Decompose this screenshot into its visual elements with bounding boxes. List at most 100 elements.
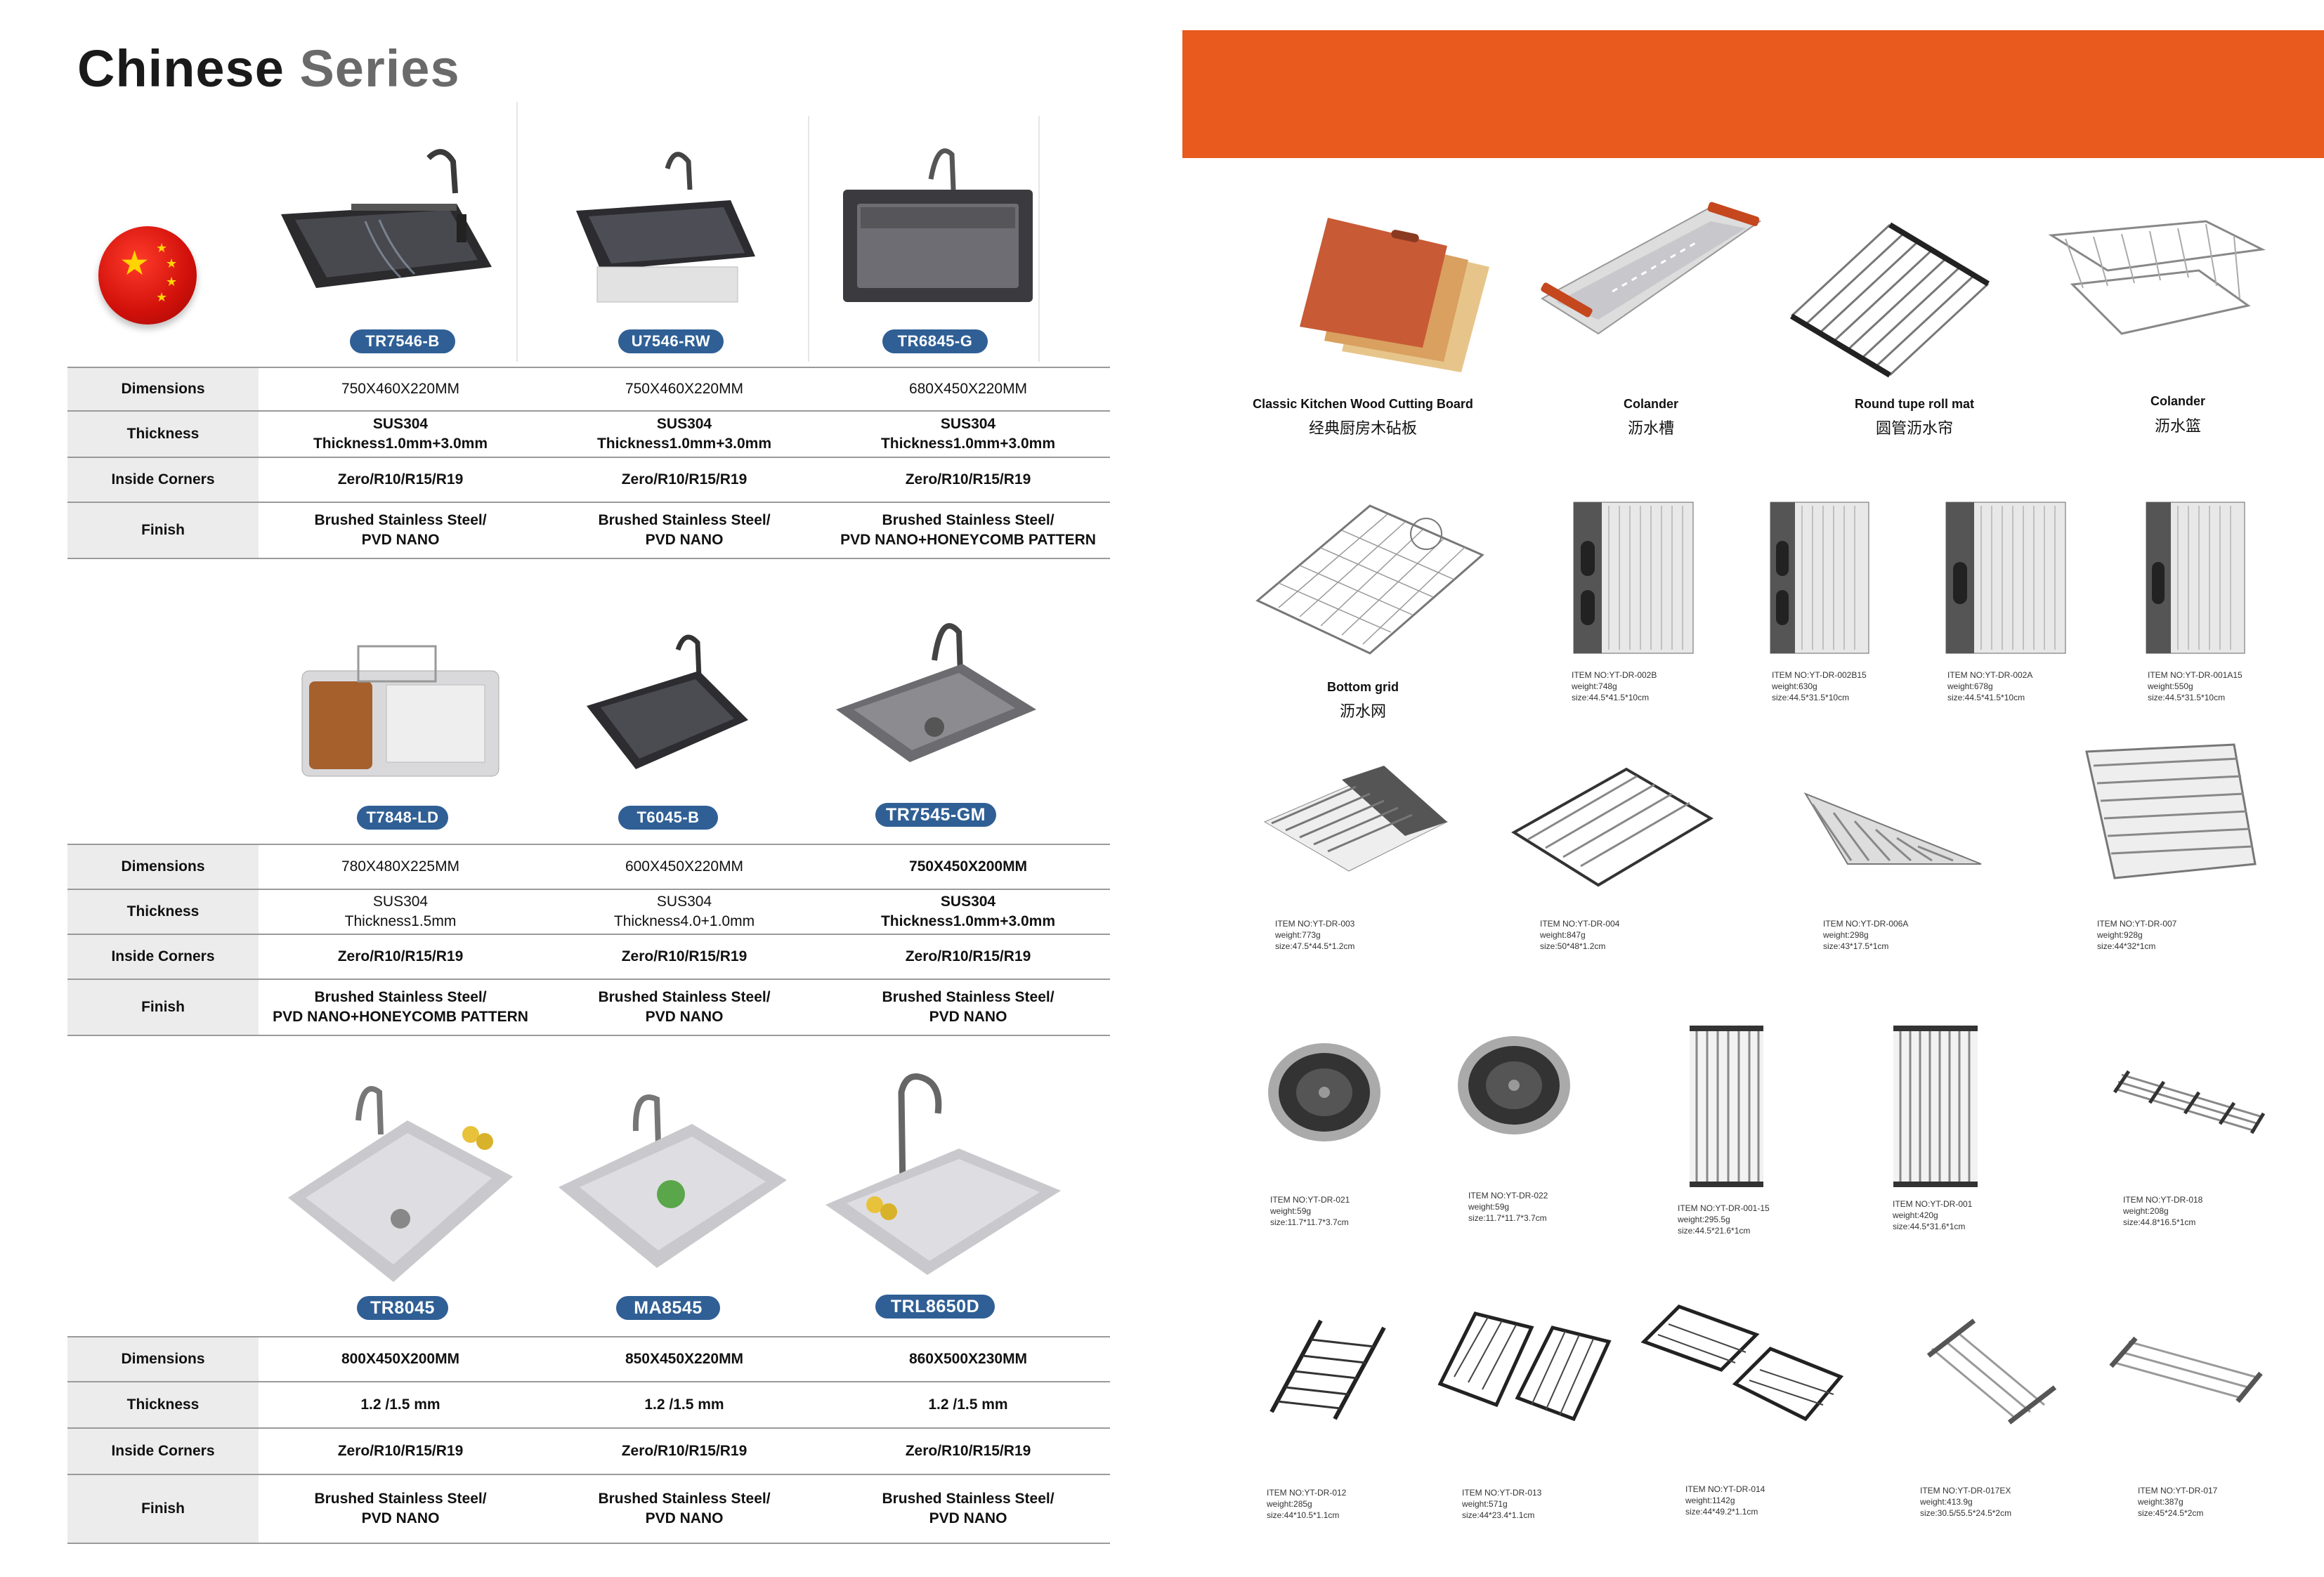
roll-rack-icon [1886, 1019, 1985, 1194]
corners-cell: Zero/R10/R15/R19 [826, 1427, 1110, 1474]
spec-table: Dimensions 780X480X225MM 600X450X220MM 7… [67, 844, 1110, 1036]
finish-cell: Brushed Stainless Steel/PVD NANO [259, 1474, 542, 1544]
accessory-label: Colander [2150, 394, 2205, 408]
sink-strainer-icon [1258, 1033, 1391, 1152]
accessory-label-cn: 沥水网 [1339, 702, 1386, 720]
expandable-rack-icon [2101, 1321, 2269, 1426]
row-label-finish: Finish [67, 1474, 259, 1544]
finish-cell: Brushed Stainless Steel/PVD NANO [259, 502, 542, 559]
roll-rack-icon [1507, 734, 1718, 903]
accessory-label-cn: 沥水篮 [2154, 417, 2201, 435]
corners-cell: Zero/R10/R15/R19 [542, 934, 826, 979]
row-label-thickness: Thickness [67, 889, 259, 934]
wire-basket-icon [2044, 207, 2269, 376]
orange-header-band [1182, 30, 2324, 158]
thickness-cell: 1.2 /1.5 mm [826, 1381, 1110, 1428]
row-label-finish: Finish [67, 979, 259, 1036]
corners-cell: Zero/R10/R15/R19 [542, 1427, 826, 1474]
model-badge: T6045-B [618, 806, 718, 830]
china-flag-icon: ★ ★ ★ ★ ★ [98, 226, 197, 325]
corners-cell: Zero/R10/R15/R19 [259, 934, 542, 979]
model-badge: TR7545-GM [875, 803, 996, 827]
corners-cell: Zero/R10/R15/R19 [542, 457, 826, 502]
accessory-label: Classic Kitchen Wood Cutting Board [1253, 397, 1473, 411]
title-word-2: Series [299, 39, 460, 98]
triangle-rack-icon [1784, 745, 1995, 899]
accessory-label: Bottom grid [1327, 680, 1399, 694]
dimensions-cell: 860X500X230MM [826, 1336, 1110, 1382]
dimensions-cell: 600X450X220MM [542, 844, 826, 889]
model-badge: U7546-RW [618, 329, 724, 353]
spec-table: Dimensions 750X460X220MM 750X460X220MM 6… [67, 367, 1110, 559]
row-label-thickness: Thickness [67, 410, 259, 457]
accessory-label: Round tupe roll mat [1855, 397, 1974, 411]
accessory-label-cn: 沥水槽 [1627, 419, 1674, 437]
folding-rack-icon [1258, 1307, 1398, 1426]
divider [516, 102, 518, 362]
title-word-1: Chinese [77, 39, 285, 98]
folding-rack-icon [1433, 1300, 1616, 1433]
model-badge: T7848-LD [357, 806, 448, 830]
corners-cell: Zero/R10/R15/R19 [259, 457, 542, 502]
model-badge: MA8545 [616, 1296, 720, 1320]
row-label-inside-corners: Inside Corners [67, 1427, 259, 1474]
roll-rack-icon [2101, 1054, 2269, 1159]
drying-rack-icon [1763, 492, 1876, 664]
bottom-grid-icon [1251, 492, 1489, 667]
divider [808, 116, 809, 362]
sink-image-tr6845-g [833, 137, 1043, 320]
row-label-dimensions: Dimensions [67, 1336, 259, 1382]
dimensions-cell: 750X450X200MM [826, 844, 1110, 889]
model-badge: TR6845-G [882, 329, 988, 353]
finish-cell: Brushed Stainless Steel/PVD NANO+HONEYCO… [826, 502, 1110, 559]
sink-image-t7848-ld [295, 643, 506, 780]
roll-rack-icon [2072, 731, 2269, 899]
row-label-inside-corners: Inside Corners [67, 934, 259, 979]
folding-rack-icon [1637, 1293, 1848, 1433]
corners-cell: Zero/R10/R15/R19 [826, 934, 1110, 979]
thickness-cell: 1.2 /1.5 mm [259, 1381, 542, 1428]
thickness-cell: 1.2 /1.5 mm [542, 1381, 826, 1428]
corners-cell: Zero/R10/R15/R19 [826, 457, 1110, 502]
roll-mat-icon [1784, 211, 2002, 379]
page-title: Chinese Series [77, 39, 460, 98]
finish-cell: Brushed Stainless Steel/PVD NANO [542, 1474, 826, 1544]
drying-rack-icon [2139, 492, 2252, 664]
drying-rack-icon [1567, 492, 1700, 664]
expandable-rack-icon [1911, 1307, 2065, 1433]
model-badge: TR8045 [357, 1296, 448, 1320]
model-badge: TRL8650D [875, 1295, 995, 1318]
dimensions-cell: 680X450X220MM [826, 367, 1110, 411]
sink-image-trl8650d [818, 1064, 1064, 1289]
drying-rack-icon [1939, 492, 2072, 664]
roll-rack-icon [1258, 745, 1454, 899]
model-badge: TR7546-B [350, 329, 455, 353]
accessory-label-cn: 圆管沥水帘 [1875, 419, 1953, 437]
sink-image-ma8545 [551, 1082, 790, 1285]
finish-cell: Brushed Stainless Steel/PVD NANO [542, 502, 826, 559]
spec-table: Dimensions 800X450X200MM 850X450X220MM 8… [67, 1336, 1110, 1544]
dimensions-cell: 750X460X220MM [259, 367, 542, 411]
sink-image-tr7546-b [267, 137, 499, 320]
sink-image-tr8045 [274, 1057, 520, 1289]
